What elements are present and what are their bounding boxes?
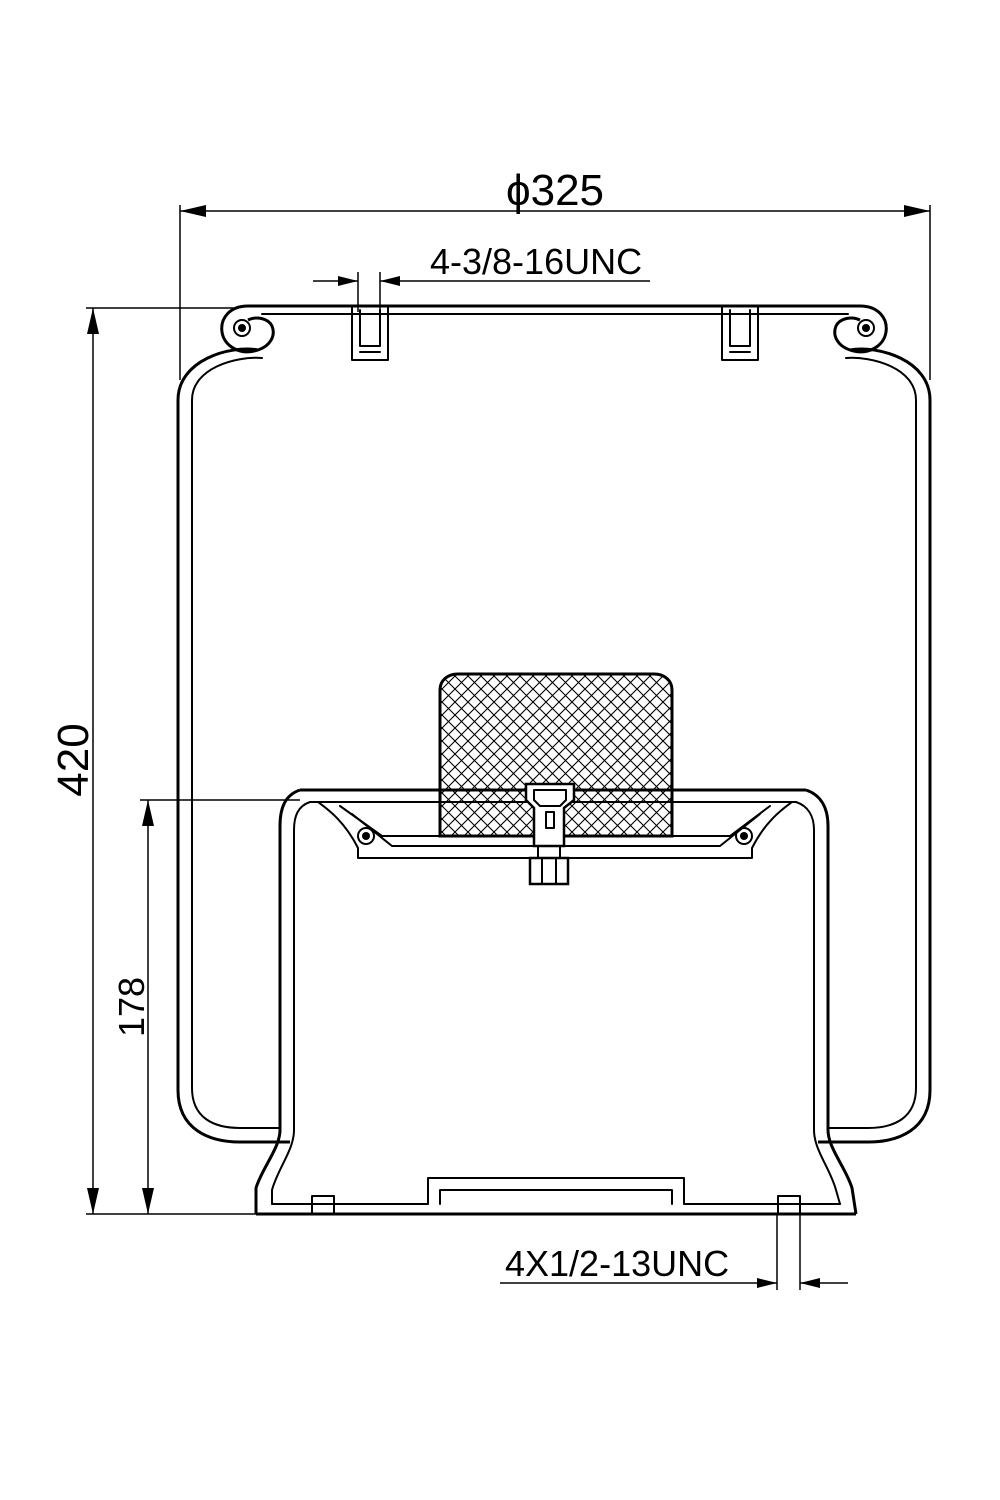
top-thread-dimension: 4-3/8-16UNC [313, 241, 650, 312]
top-thread-label: 4-3/8-16UNC [430, 241, 642, 282]
height-label: 420 [49, 723, 98, 796]
piston-height-dimension: 178 [111, 799, 300, 1214]
height-dimension: 420 [49, 307, 262, 1215]
top-bead-plate [220, 304, 888, 354]
bottom-thread-dimension: 4X1/2-13UNC [500, 1214, 848, 1290]
top-stud-left [351, 305, 389, 361]
piston-height-label: 178 [111, 977, 152, 1037]
rubber-bellow [176, 347, 932, 1144]
top-stud-right [721, 305, 759, 361]
diameter-label: ϕ325 [506, 166, 604, 215]
piston [254, 788, 858, 1216]
bumper [438, 672, 674, 886]
bottom-thread-label: 4X1/2-13UNC [505, 1243, 729, 1284]
diameter-dimension: ϕ325 [179, 166, 931, 380]
